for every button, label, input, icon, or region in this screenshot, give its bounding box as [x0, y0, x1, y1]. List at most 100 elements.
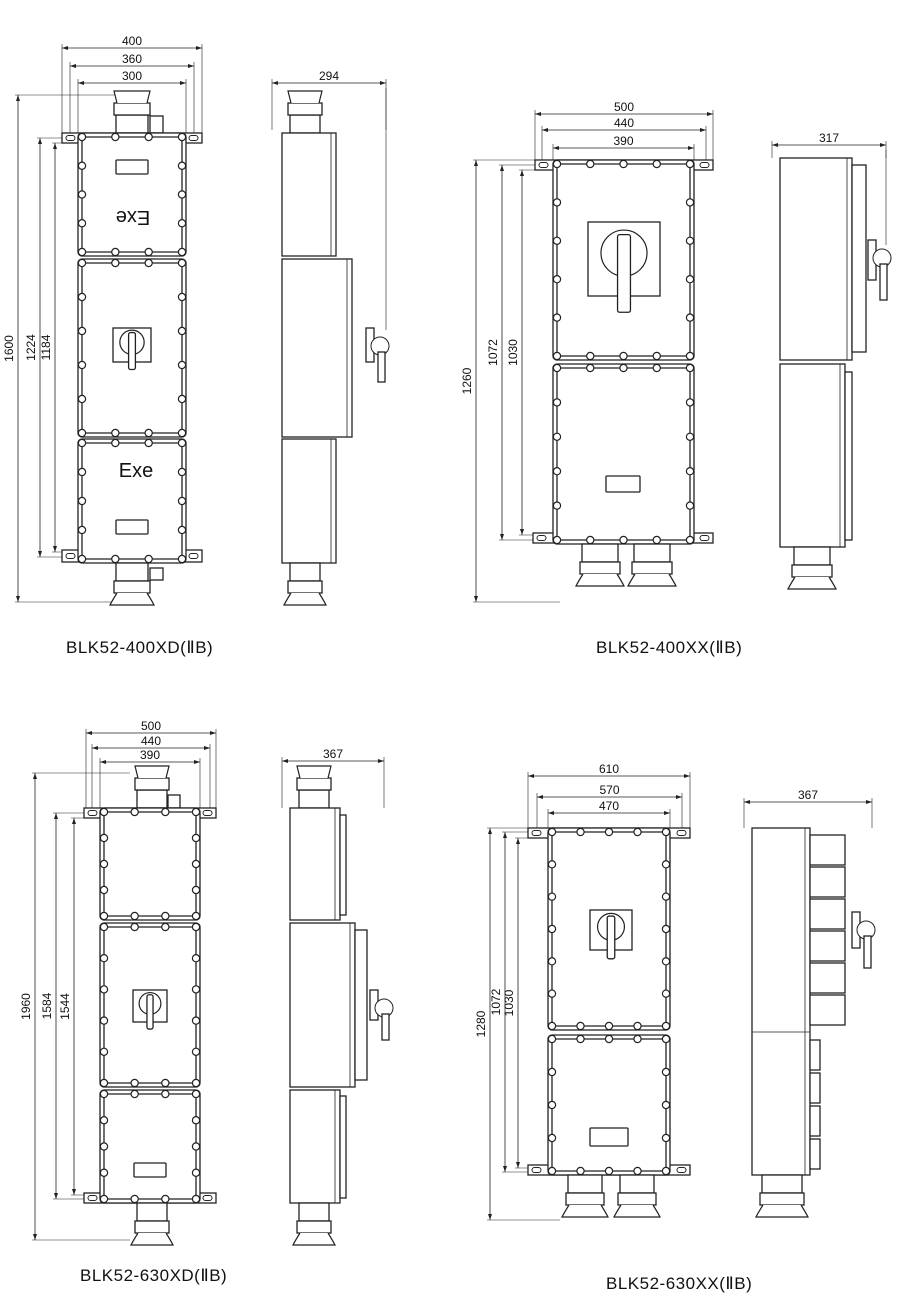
side-cover-plate [809, 866, 846, 898]
mounting-slot [531, 1167, 542, 1173]
bolt-icon [191, 1116, 201, 1125]
arrow-icon [72, 818, 76, 824]
bolt-icon [77, 161, 87, 170]
bolt-icon [144, 554, 153, 564]
dimension-label: 1544 [58, 993, 72, 1020]
arrow-icon [500, 165, 504, 171]
bolt-icon [161, 922, 170, 932]
side-cover-plate [354, 929, 368, 1081]
bolt-icon [661, 860, 671, 869]
cover-inner [103, 811, 197, 917]
switch-handle [606, 915, 616, 960]
bolt-icon [99, 911, 109, 921]
cover-inner [81, 136, 183, 253]
bolt-icon [685, 467, 695, 476]
bolt-icon [685, 398, 695, 407]
dimension-label: 1184 [39, 334, 53, 360]
bolt-icon [547, 1034, 557, 1044]
bolt-icon [99, 807, 109, 817]
bolt-icon [77, 132, 87, 142]
side-cover-plate [844, 371, 853, 541]
arrow-icon [520, 529, 524, 535]
arrow-icon [553, 146, 559, 150]
cable-gland-nut [113, 102, 151, 116]
dimension-label: 500 [141, 719, 161, 733]
bolt-icon [130, 1089, 139, 1099]
bolt-icon [619, 159, 628, 169]
cable-gland-nut [296, 1220, 332, 1234]
bolt-icon [552, 398, 562, 407]
arrow-icon [54, 813, 58, 819]
arrow-icon [488, 828, 492, 834]
arrow-icon [378, 759, 384, 763]
bolt-icon [99, 859, 109, 869]
switch-handle [146, 994, 154, 1030]
dimension-label: 294 [319, 69, 339, 83]
bolt-icon [576, 827, 585, 837]
bolt-icon [99, 1168, 109, 1177]
bolt-icon [552, 501, 562, 510]
bolt-icon [130, 1194, 139, 1204]
side-cover-plate [809, 898, 846, 930]
arrow-icon [100, 760, 106, 764]
bolt-icon [77, 247, 87, 257]
dimension-label: 1030 [506, 339, 520, 366]
cable-gland-nut [113, 580, 151, 594]
side-cover-plate [809, 834, 846, 866]
bolt-icon [177, 161, 187, 170]
side-enclosure [751, 827, 811, 1176]
nameplate-window [115, 519, 149, 535]
bolt-icon [130, 807, 139, 817]
bolt-icon [661, 1021, 671, 1031]
dimension-label: 570 [599, 783, 619, 797]
bolt-icon [111, 554, 120, 564]
bolt-icon [661, 924, 671, 934]
arrow-icon [676, 795, 682, 799]
bolt-icon [685, 351, 695, 361]
bolt-icon [111, 428, 120, 438]
bolt-icon [177, 496, 187, 506]
cable-gland-nut [791, 564, 833, 578]
cable-gland-nut [134, 777, 170, 791]
arrow-icon [70, 64, 76, 68]
bolt-icon [177, 258, 187, 268]
arrow-icon [520, 170, 524, 176]
bolt-icon [177, 219, 187, 228]
bolt-icon [619, 351, 628, 361]
bolt-icon [144, 428, 153, 438]
bolt-icon [586, 363, 595, 373]
bolt-icon [547, 1100, 557, 1110]
side-cover-plate [809, 994, 846, 1026]
bolt-icon [77, 219, 87, 228]
bolt-icon [552, 432, 562, 441]
bolt-icon [177, 438, 187, 448]
bolt-icon [547, 827, 557, 837]
mounting-slot [188, 135, 199, 141]
side-enclosure [779, 363, 846, 548]
bolt-icon [130, 911, 139, 921]
earth-terminal [149, 567, 164, 581]
mounting-slot [65, 553, 76, 559]
cable-gland-bell [292, 1232, 336, 1246]
bolt-icon [685, 313, 695, 322]
cable-gland-bell [787, 576, 837, 590]
bolt-icon [547, 1133, 557, 1143]
dimension-label: 440 [141, 734, 161, 748]
arrow-icon [664, 811, 670, 815]
bolt-icon [191, 1168, 201, 1177]
bolt-icon [99, 1194, 109, 1204]
cable-gland-body [289, 114, 321, 134]
bolt-icon [111, 132, 120, 142]
caption-630xd: BLK52-630XD(ⅡB) [80, 1266, 228, 1285]
bolt-icon [633, 1166, 642, 1176]
bolt-icon [99, 922, 109, 932]
cable-gland-nut [565, 1192, 605, 1206]
bolt-icon [552, 313, 562, 322]
cable-gland-bell [627, 573, 677, 587]
cable-gland-nut [296, 777, 332, 791]
switch-handle [127, 331, 137, 371]
mounting-slot [202, 1195, 213, 1201]
bolt-icon [99, 833, 109, 843]
exe-marking-inverted: Exe [116, 206, 150, 228]
bolt-icon [177, 190, 187, 199]
